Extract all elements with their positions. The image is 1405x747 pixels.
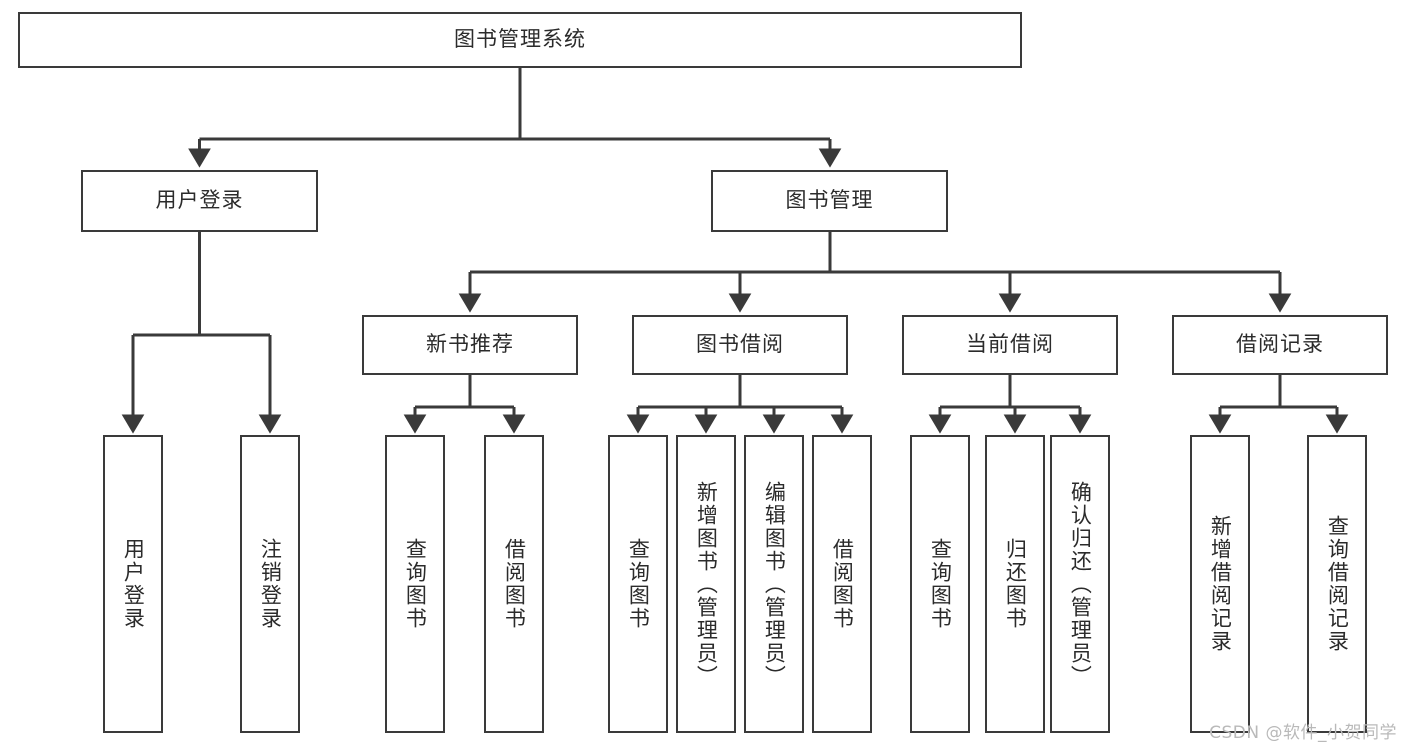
node-label: 查询借阅记录 <box>1325 515 1350 653</box>
leaf-edit-book-admin[interactable]: 编辑图书（管理员） <box>744 435 804 733</box>
leaf-query-book-borrowing[interactable]: 查询图书 <box>608 435 668 733</box>
node-label: 借阅图书 <box>502 538 527 630</box>
node-label: 图书借阅 <box>696 332 784 357</box>
leaf-add-book-admin[interactable]: 新增图书（管理员） <box>676 435 736 733</box>
node-label: 查询图书 <box>928 538 953 630</box>
node-label: 借阅图书 <box>830 538 855 630</box>
leaf-borrow-book-recommendation[interactable]: 借阅图书 <box>484 435 544 733</box>
leaf-logout[interactable]: 注销登录 <box>240 435 300 733</box>
node-label: 用户登录 <box>121 538 146 630</box>
node-label: 图书管理 <box>785 188 874 213</box>
node-borrowing-record[interactable]: 借阅记录 <box>1172 315 1388 375</box>
leaf-add-borrowing-record[interactable]: 新增借阅记录 <box>1190 435 1250 733</box>
leaf-user-login[interactable]: 用户登录 <box>103 435 163 733</box>
node-new-book-recommendation[interactable]: 新书推荐 <box>362 315 578 375</box>
leaf-query-borrowing-record[interactable]: 查询借阅记录 <box>1307 435 1367 733</box>
leaf-return-book[interactable]: 归还图书 <box>985 435 1045 733</box>
leaf-query-book-recommendation[interactable]: 查询图书 <box>385 435 445 733</box>
node-label: 确认归还（管理员） <box>1068 480 1093 688</box>
node-book-management[interactable]: 图书管理 <box>711 170 948 232</box>
node-label: 借阅记录 <box>1236 332 1324 357</box>
leaf-query-book-current[interactable]: 查询图书 <box>910 435 970 733</box>
node-label: 新书推荐 <box>426 332 514 357</box>
node-label: 注销登录 <box>258 538 283 630</box>
node-label: 当前借阅 <box>966 332 1054 357</box>
leaf-confirm-return-admin[interactable]: 确认归还（管理员） <box>1050 435 1110 733</box>
node-label: 归还图书 <box>1003 538 1028 630</box>
node-label: 查询图书 <box>403 538 428 630</box>
node-current-borrowing[interactable]: 当前借阅 <box>902 315 1118 375</box>
node-label: 用户登录 <box>155 188 244 213</box>
node-label: 查询图书 <box>626 538 651 630</box>
node-label: 新增图书（管理员） <box>694 480 719 688</box>
node-user-login[interactable]: 用户登录 <box>81 170 318 232</box>
node-book-borrowing[interactable]: 图书借阅 <box>632 315 848 375</box>
node-label: 新增借阅记录 <box>1208 515 1233 653</box>
node-book-management-system[interactable]: 图书管理系统 <box>18 12 1022 68</box>
node-label: 图书管理系统 <box>454 27 586 52</box>
leaf-borrow-book-borrowing[interactable]: 借阅图书 <box>812 435 872 733</box>
node-label: 编辑图书（管理员） <box>762 480 787 688</box>
